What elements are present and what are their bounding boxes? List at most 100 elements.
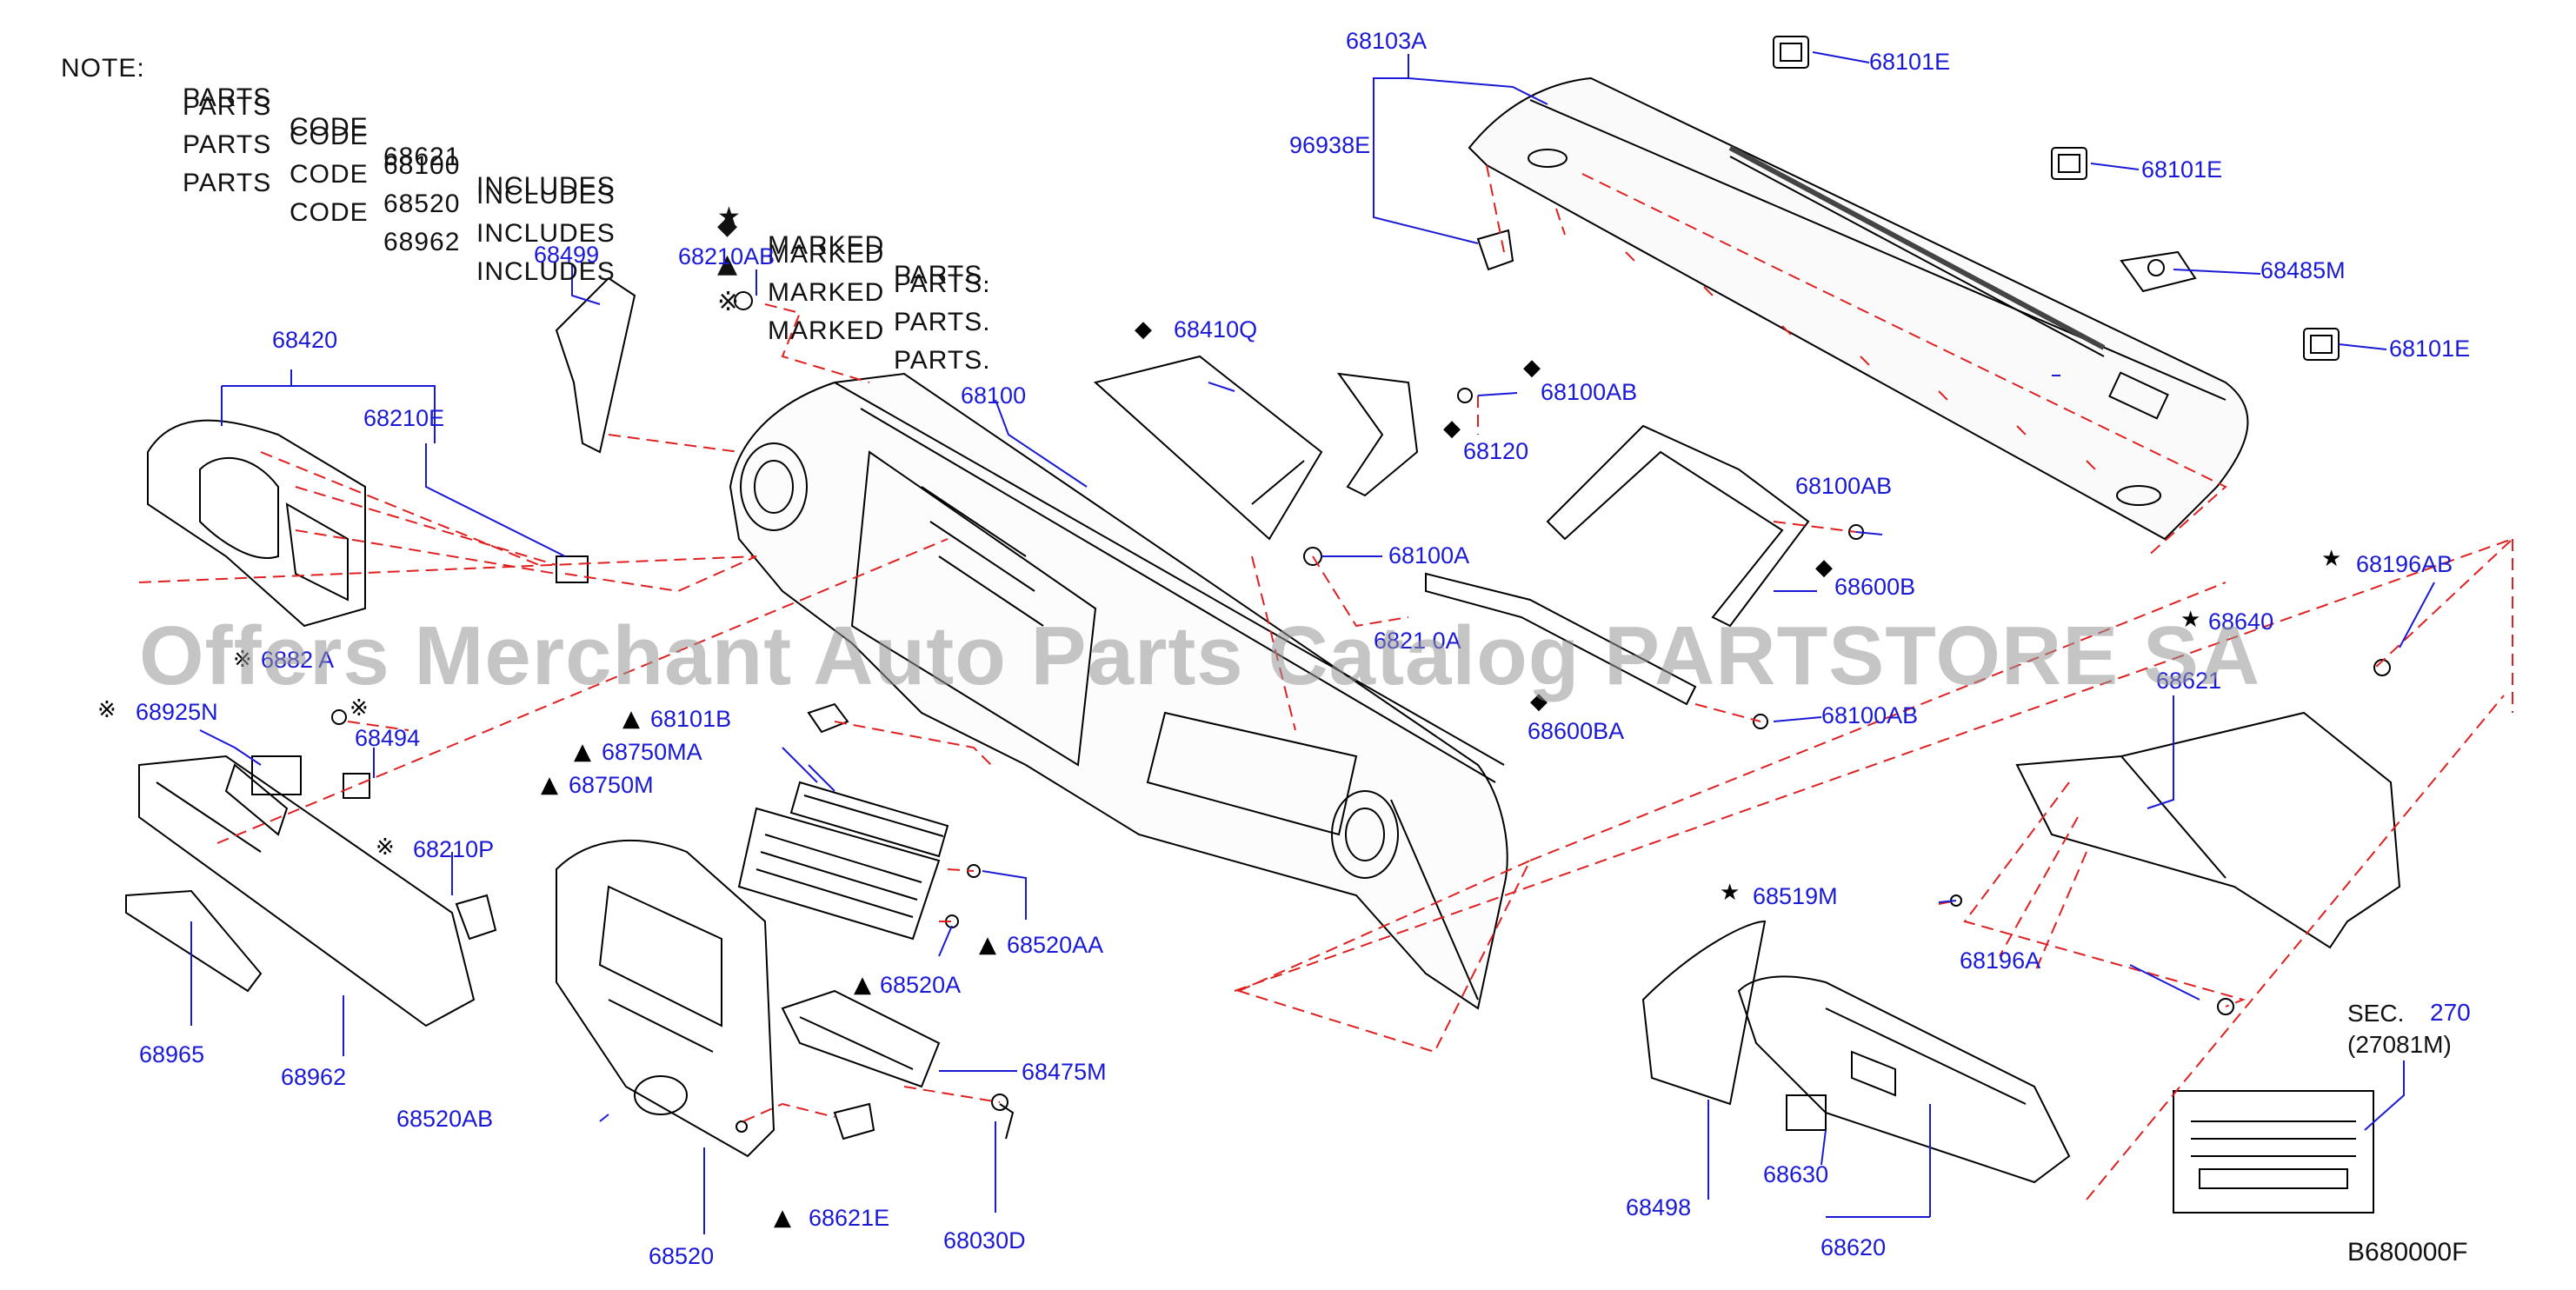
note-lead: NOTE: — [61, 54, 145, 83]
lower-panel-68962 — [138, 755, 476, 1027]
part-label-68100AB-3[interactable]: 68100AB — [1821, 702, 1919, 728]
note-end: PARTS. — [894, 346, 991, 375]
diamond-mark-68600B: ◆ — [1815, 555, 1833, 581]
glove-housing-68640 — [2015, 711, 2401, 949]
part-label-68519M[interactable]: 68519M — [1753, 883, 1838, 909]
note-verb: INCLUDES — [476, 219, 616, 248]
kome-mark-68925N: ※ — [97, 697, 116, 723]
switch-68925N — [251, 755, 302, 795]
triangle-mark-68520A: ▲ — [854, 972, 871, 998]
airbag-68410Q — [1093, 355, 1323, 541]
note-code: 68100 — [383, 151, 461, 180]
part-label-68640[interactable]: 68640 — [2208, 608, 2274, 635]
kome-mark-68210P: ※ — [376, 835, 395, 861]
part-label-68475M[interactable]: 68475M — [1022, 1059, 1107, 1085]
part-label-68420[interactable]: 68420 — [272, 327, 338, 353]
part-label-68485M[interactable]: 68485M — [2260, 257, 2346, 283]
note-prefix: PARTS — [183, 92, 272, 121]
note-row-4: PARTS CODE 68962 INCLUDES ※ MARKED PARTS… — [61, 139, 990, 375]
part-label-68210P[interactable]: 68210P — [413, 836, 495, 862]
note-verb: INCLUDES — [476, 181, 616, 209]
note-suffix: MARKED — [768, 231, 885, 260]
note-end: PARTS. — [894, 308, 991, 336]
note-symbol-diamond: ◆ — [717, 210, 739, 241]
part-label-68620[interactable]: 68620 — [1821, 1234, 1887, 1260]
vent-grille-68750MA — [789, 781, 949, 858]
reinforcement-68600BA — [1425, 572, 1697, 706]
part-label-68600BA[interactable]: 68600BA — [1528, 718, 1625, 744]
part-label-68750M[interactable]: 68750M — [569, 772, 654, 798]
side-cover-68498 — [1641, 920, 1767, 1106]
kome-mark-68494: ※ — [349, 695, 369, 721]
diamond-mark-68410Q: ◆ — [1135, 316, 1152, 342]
part-label-68101E-2[interactable]: 68101E — [2141, 156, 2223, 183]
part-label-68196AB[interactable]: 68196AB — [2356, 551, 2453, 577]
part-label-68520AB[interactable]: 68520AB — [396, 1106, 494, 1132]
part-label-68498[interactable]: 68498 — [1626, 1194, 1692, 1220]
triangle-mark-68750MA: ▲ — [574, 739, 591, 765]
part-label-68494[interactable]: 68494 — [355, 725, 421, 751]
part-label-68962[interactable]: 68962 — [281, 1064, 347, 1090]
note-symbol-star: ★ — [717, 202, 742, 232]
triangle-mark-68621E: ▲ — [774, 1205, 791, 1231]
part-label-68101E-3[interactable]: 68101E — [2389, 336, 2471, 362]
part-label-68100AB-1[interactable]: 68100AB — [1541, 379, 1638, 405]
cover-68485M — [2120, 250, 2197, 293]
note-symbol-kome: ※ — [717, 287, 741, 317]
note-code: 68520 — [383, 190, 461, 218]
triangle-mark-68750M: ▲ — [541, 772, 558, 798]
part-label-68621[interactable]: 68621 — [2156, 668, 2222, 694]
part-label-68520AA[interactable]: 68520AA — [1007, 932, 1104, 958]
part-label-68965[interactable]: 68965 — [139, 1041, 205, 1067]
part-label-68621E[interactable]: 68621E — [809, 1205, 890, 1231]
sec-prefix: SEC. — [2347, 1000, 2405, 1027]
part-label-68120[interactable]: 68120 — [1463, 438, 1529, 464]
part-label-68520A[interactable]: 68520A — [880, 972, 962, 998]
diamond-mark-68120: ◆ — [1443, 416, 1461, 442]
part-label-6882A[interactable]: 6882 A — [261, 647, 335, 673]
part-label-68030D[interactable]: 68030D — [943, 1227, 1026, 1253]
note-word: CODE — [290, 122, 369, 150]
part-label-68196A[interactable]: 68196A — [1960, 948, 2041, 974]
part-label-68925N[interactable]: 68925N — [136, 699, 218, 725]
note-code: 68962 — [383, 228, 461, 256]
part-label-68630[interactable]: 68630 — [1763, 1161, 1829, 1187]
dash-frame-68100 — [729, 372, 1508, 1010]
part-label-68210AB[interactable]: 68210AB — [678, 243, 775, 269]
diamond-mark-68600BA: ◆ — [1530, 688, 1548, 715]
note-row-3: PARTS CODE 68520 INCLUDES ▲ MARKED PARTS… — [61, 101, 990, 336]
part-label-68600B[interactable]: 68600B — [1834, 574, 1916, 600]
triangle-mark-68101B: ▲ — [622, 706, 640, 732]
note-prefix: PARTS — [183, 169, 272, 197]
vent-68101E-2 — [2051, 147, 2087, 180]
note-block: NOTE: PARTS CODE 68621 INCLUDES ★ MARKED… — [61, 24, 990, 375]
note-symbol-triangle: ▲ — [717, 249, 739, 279]
part-label-68520[interactable]: 68520 — [649, 1243, 715, 1269]
part-label-68100A[interactable]: 68100A — [1388, 542, 1470, 569]
watermark-text: Offers Merchant Auto Parts Catalog PARTS… — [139, 609, 2261, 702]
part-label-96938E[interactable]: 96938E — [1289, 132, 1371, 158]
note-row-1: NOTE: PARTS CODE 68621 INCLUDES ★ MARKED… — [61, 24, 990, 289]
part-label-68210E[interactable]: 68210E — [363, 405, 445, 431]
part-label-68100AB-2[interactable]: 68100AB — [1795, 473, 1893, 499]
note-verb: INCLUDES — [476, 172, 616, 201]
lid-68965 — [125, 889, 263, 993]
part-label-68410Q[interactable]: 68410Q — [1174, 316, 1258, 342]
vent-grille-68750M — [737, 807, 941, 941]
part-label-68101B[interactable]: 68101B — [650, 706, 732, 732]
part-label-68499[interactable]: 68499 — [534, 242, 600, 268]
star-mark-68519M: ★ — [1720, 880, 1741, 906]
part-label-68210A[interactable]: 6821 0A — [1374, 628, 1461, 654]
note-suffix: MARKED — [768, 240, 885, 269]
part-label-68103A[interactable]: 68103A — [1346, 28, 1428, 54]
star-mark-68196AB: ★ — [2321, 546, 2342, 572]
triangle-mark-68520AA: ▲ — [979, 932, 996, 958]
diamond-mark-68100AB-1: ◆ — [1523, 355, 1541, 381]
part-label-68750MA[interactable]: 68750MA — [602, 739, 702, 765]
part-label-68101E-1[interactable]: 68101E — [1869, 49, 1951, 75]
sec-number-link[interactable]: 270 — [2430, 999, 2471, 1026]
kome-mark-6882A: ※ — [233, 647, 252, 673]
part-label-68100[interactable]: 68100 — [961, 382, 1027, 409]
